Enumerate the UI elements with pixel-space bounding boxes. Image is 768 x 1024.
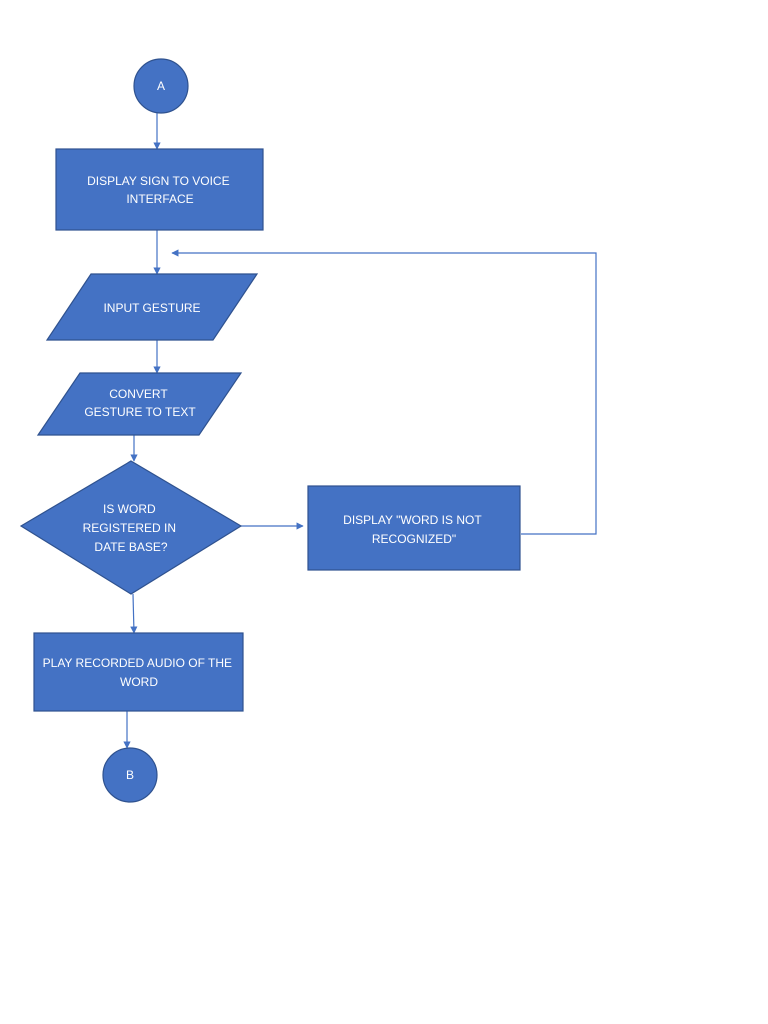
display-interface-label: DISPLAY SIGN TO VOICE INTERFACE — [87, 174, 233, 206]
decision-line-3: DATE BASE? — [94, 540, 167, 554]
convert-gesture-line-1: CONVERT — [109, 387, 168, 401]
start-connector-circle — [133, 58, 189, 114]
not-recognized-line-2: RECOGNIZED" — [372, 532, 456, 546]
end-connector-label: B — [126, 768, 134, 782]
display-interface-box: DISPLAY SIGN TO VOICE INTERFACE — [55, 148, 264, 231]
start-connector-label: A — [157, 79, 165, 93]
not-recognized-label: DISPLAY "WORD IS NOT RECOGNIZED" — [343, 513, 485, 546]
convert-gesture-parallelogram: CONVERT GESTURE TO TEXT — [36, 372, 243, 436]
play-audio-line-1: PLAY RECORDED AUDIO OF THE — [43, 656, 232, 670]
end-connector-circle — [102, 747, 158, 803]
loop-back-arrow — [171, 249, 597, 535]
convert-gesture-label: CONVERT GESTURE TO TEXT — [84, 387, 196, 419]
connectors — [123, 113, 597, 749]
start-connector-a: A — [133, 58, 189, 114]
play-audio-line-2: WORD — [120, 675, 158, 689]
display-interface-line-2: INTERFACE — [126, 192, 193, 206]
display-interface-line-1: DISPLAY SIGN TO VOICE — [87, 174, 230, 188]
input-gesture-shape — [45, 273, 259, 341]
play-audio-label: PLAY RECORDED AUDIO OF THE WORD — [43, 656, 236, 689]
decision-line-2: REGISTERED IN — [83, 521, 176, 535]
not-recognized-line-1: DISPLAY "WORD IS NOT — [343, 513, 482, 527]
display-interface-rect — [55, 148, 264, 231]
decision-label: IS WORD REGISTERED IN DATE BASE? — [83, 502, 180, 554]
end-connector-b: B — [102, 747, 158, 803]
input-gesture-label: INPUT GESTURE — [103, 301, 200, 315]
convert-gesture-line-2: GESTURE TO TEXT — [84, 405, 196, 419]
play-audio-box: PLAY RECORDED AUDIO OF THE WORD — [33, 632, 244, 712]
decision-diamond: IS WORD REGISTERED IN DATE BASE? — [19, 460, 243, 595]
arrow-decision-to-play-audio — [130, 593, 138, 634]
decision-line-1: IS WORD — [103, 502, 156, 516]
play-audio-rect — [33, 632, 244, 712]
input-gesture-parallelogram: INPUT GESTURE — [45, 273, 259, 341]
not-recognized-rect — [307, 485, 521, 571]
decision-shape — [19, 460, 243, 595]
not-recognized-box: DISPLAY "WORD IS NOT RECOGNIZED" — [307, 485, 521, 571]
convert-gesture-shape — [36, 372, 243, 436]
